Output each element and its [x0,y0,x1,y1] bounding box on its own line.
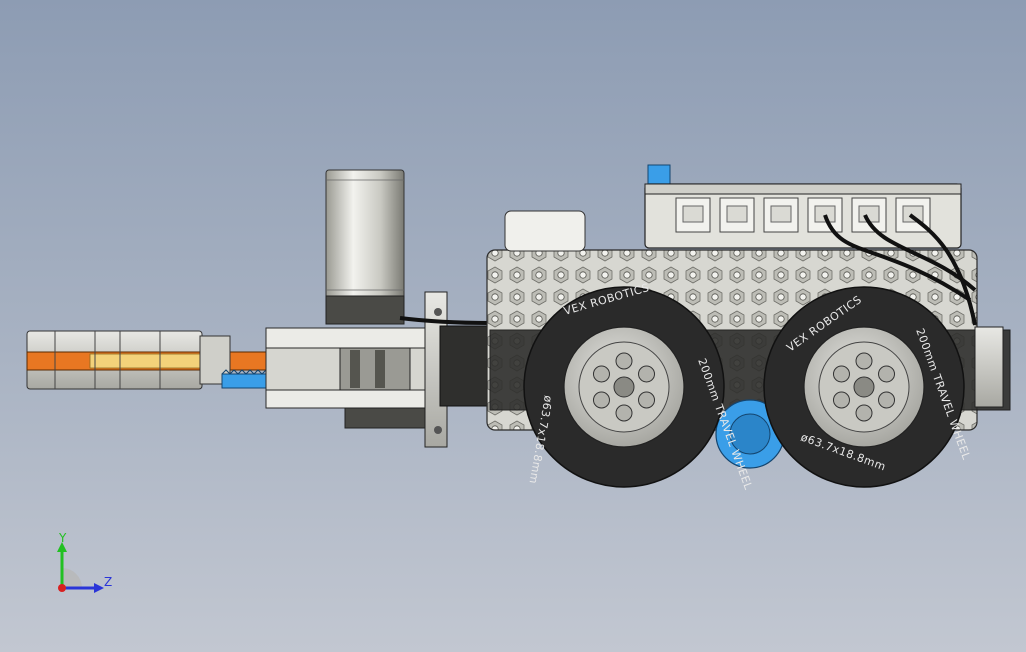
hub-hole [832,391,850,409]
robot-brain[interactable] [644,183,962,249]
vertical-motor[interactable] [325,169,405,325]
origin-point [58,584,66,592]
wheel-rear[interactable]: VEX ROBOTICS 200mm TRAVEL WHEEL ø63.7x18… [763,286,973,488]
z-axis-label: Z [104,575,112,589]
hub-hole [592,365,610,383]
axis-triad: Y Z [57,531,112,593]
port-cables [823,213,977,326]
hub-hole [878,391,896,409]
hub-hole [615,352,633,370]
battery [504,210,586,252]
brain-port[interactable] [719,197,755,233]
hub-hole [638,365,656,383]
brain-port[interactable] [763,197,799,233]
power-button[interactable] [647,164,671,186]
y-axis-label: Y [58,531,67,545]
hub-hole [638,391,656,409]
gearbox[interactable] [265,291,491,448]
hub-hole [855,404,873,422]
hub-hole [878,365,896,383]
hub-hole [832,365,850,383]
brain-port[interactable] [675,197,711,233]
hub-hole [592,391,610,409]
hub-hole [615,404,633,422]
motor-cable [399,316,491,325]
wheel-front[interactable]: VEX ROBOTICS 200mm TRAVEL WHEEL ø63.7x18… [523,281,755,492]
hub-hole [855,352,873,370]
brain-port[interactable] [851,197,887,233]
